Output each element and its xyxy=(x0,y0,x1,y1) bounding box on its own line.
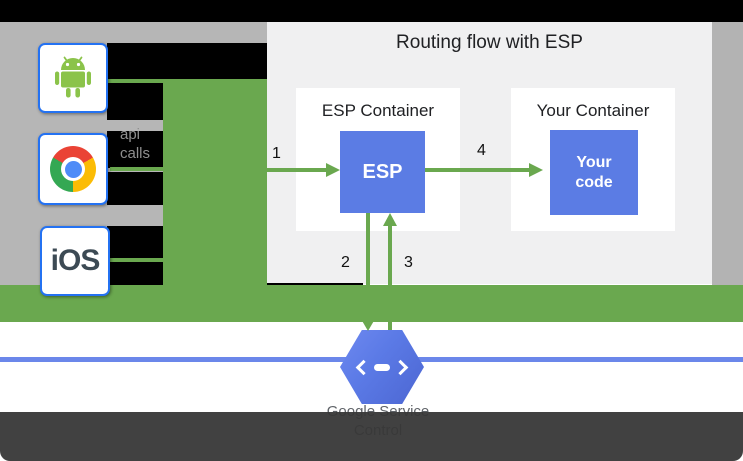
step-label-3: 3 xyxy=(404,254,413,271)
endpoints-hexagon-icon xyxy=(340,330,424,404)
arrow-1-head xyxy=(326,163,340,177)
step-label-1: 1 xyxy=(272,145,281,162)
transparent-top-strip xyxy=(0,0,743,22)
ios-label: iOS xyxy=(50,244,101,277)
esp-container-title: ESP Container xyxy=(321,101,435,120)
esp-node: ESP xyxy=(340,131,425,213)
your-container-title: Your Container xyxy=(536,101,650,120)
android-icon xyxy=(50,51,96,106)
chrome-icon xyxy=(50,146,96,192)
android-client-box xyxy=(38,43,108,113)
right-gray-margin xyxy=(712,22,743,285)
dark-footer-bar xyxy=(0,412,743,461)
arrow-3-head xyxy=(383,213,397,226)
arrow-4-head xyxy=(529,163,543,177)
transparent-patch xyxy=(107,81,165,120)
api-flow-band xyxy=(0,285,743,322)
code-glyph-icon xyxy=(355,359,409,375)
chrome-connector-line xyxy=(110,167,165,171)
ios-client-box: iOS xyxy=(40,226,110,296)
arrow-2-shaft xyxy=(366,213,370,319)
diagram-title: Routing flow with ESP xyxy=(396,32,583,53)
ios-connector-line xyxy=(110,258,165,262)
arrow-3-shaft xyxy=(388,226,392,330)
api-flow-column xyxy=(163,79,267,285)
chrome-client-box xyxy=(38,133,108,205)
arrow-4-shaft xyxy=(425,168,529,172)
transparent-patch xyxy=(107,172,165,205)
android-connector-line xyxy=(108,79,165,83)
transparent-patch xyxy=(107,226,165,259)
api-calls-label: api calls xyxy=(120,126,151,162)
arrow-1-shaft xyxy=(265,168,327,172)
arrow-2-head xyxy=(361,319,375,331)
transparent-patch xyxy=(107,43,267,79)
transparent-patch xyxy=(107,131,165,168)
your-code-node: Your code xyxy=(550,130,638,215)
step-label-4: 4 xyxy=(477,142,486,159)
step-label-2: 2 xyxy=(341,254,350,271)
